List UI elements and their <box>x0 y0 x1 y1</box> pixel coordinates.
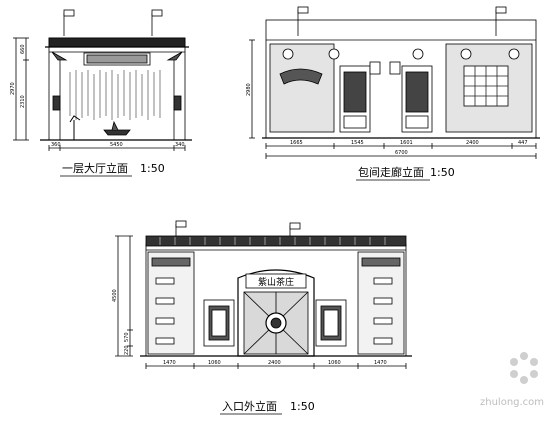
corridor-dim-h-total: 2980 <box>246 83 252 96</box>
entrance-dim-w2: 1060 <box>208 360 221 366</box>
hall-dim-w-center: 5450 <box>110 142 123 148</box>
entrance-dim-h-seg2: 220 <box>124 345 130 355</box>
corridor-elevation <box>249 6 540 159</box>
corridor-scale: 1:50 <box>430 166 455 179</box>
entrance-dim-w4: 1060 <box>328 360 341 366</box>
entrance-dim-w1: 1470 <box>163 360 176 366</box>
corridor-dim-w2: 1545 <box>351 140 364 146</box>
entrance-dim-h-seg1: 570 <box>124 332 130 342</box>
entrance-dim-h-total: 4500 <box>112 289 118 302</box>
entrance-scale: 1:50 <box>290 400 315 413</box>
corridor-dim-w4: 2400 <box>466 140 479 146</box>
entrance-elevation <box>115 220 412 369</box>
hall-dim-h-total: 2970 <box>10 82 16 95</box>
entrance-dim-w5: 1470 <box>374 360 387 366</box>
corridor-caption: 包间走廊立面 <box>358 165 424 179</box>
hall-caption: 一层大厅立面 <box>62 161 128 175</box>
hall-dim-w-left: 360 <box>51 142 61 148</box>
watermark-logo <box>510 352 538 384</box>
calligraphy-wall <box>69 70 161 120</box>
corridor-dim-w-total: 6700 <box>395 150 408 156</box>
watermark-text: zhulong.com <box>480 397 544 408</box>
entrance-sign-text: 紫山茶庄 <box>258 276 294 288</box>
hall-scale: 1:50 <box>140 162 165 175</box>
corridor-dim-w5: 447 <box>518 140 528 146</box>
hall-dim-h-lower: 2310 <box>20 95 26 108</box>
entrance-caption: 入口外立面 <box>222 399 277 413</box>
hall-dim-h-upper: 660 <box>20 44 26 54</box>
corridor-dim-w3: 1601 <box>400 140 413 146</box>
hall-elevation <box>13 9 192 151</box>
entrance-dim-w3: 2400 <box>268 360 281 366</box>
hall-dim-w-right: 340 <box>175 142 185 148</box>
corridor-dim-w1: 1665 <box>290 140 303 146</box>
